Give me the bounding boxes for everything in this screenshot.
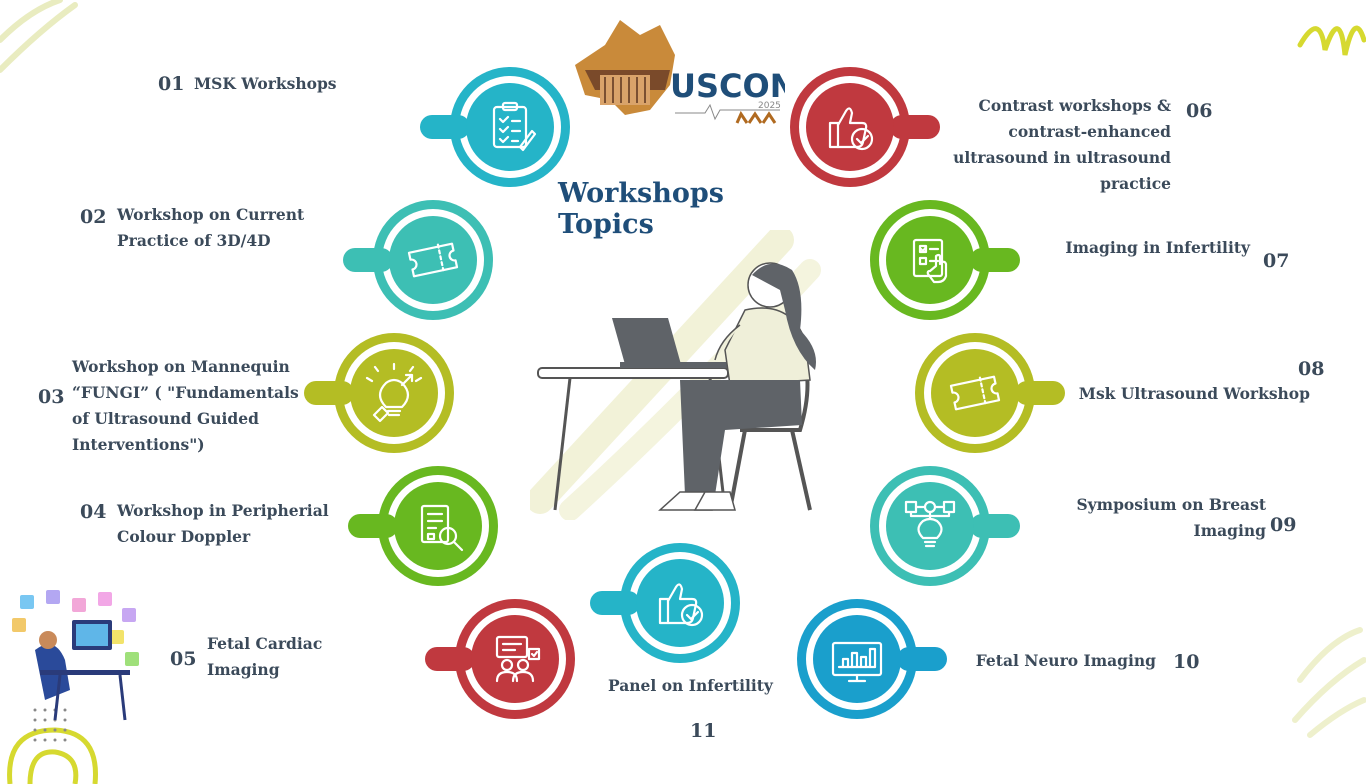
topic-badge-04 — [348, 463, 501, 589]
thumbs-up-check-icon — [828, 107, 874, 151]
ticket-icon — [949, 375, 1001, 411]
ticket-icon — [407, 242, 459, 278]
uscon-logo: USCON 2025 — [565, 15, 797, 125]
clipboard-checklist-icon — [492, 101, 537, 152]
thumbs-up-check-icon — [658, 583, 704, 627]
logo-year: 2025 — [758, 101, 781, 111]
topic-label-07: Imaging in Infertility — [1065, 238, 1250, 257]
topic-number-07: 07 — [1263, 250, 1290, 272]
topic-label-04: Workshop in Peripherial Colour Doppler — [117, 501, 329, 546]
topic-badge-01 — [420, 64, 573, 190]
topic-number-06: 06 — [1186, 100, 1213, 122]
topic-label-09: Symposium on Breast Imaging — [1076, 495, 1266, 540]
topic-label-06: Contrast workshops & contrast-enhanced u… — [953, 96, 1171, 193]
developer-illustration — [12, 590, 139, 721]
topic-badge-09 — [867, 463, 1020, 589]
logo-text: USCON — [670, 67, 785, 105]
topic-badge-06 — [787, 64, 940, 190]
corner-scribble-bottom-right — [1292, 627, 1366, 738]
presentation-meeting-icon — [495, 635, 541, 683]
topic-number-09: 09 — [1270, 514, 1297, 536]
topic-badge-10 — [794, 596, 947, 722]
topic-number-01: 01 — [158, 73, 185, 95]
topic-number-03: 03 — [38, 386, 65, 408]
topic-label-11: Panel on Infertility — [608, 676, 773, 695]
topic-number-02: 02 — [80, 206, 107, 228]
uscon-logo-graphic: USCON 2025 — [575, 20, 797, 124]
topic-label-02: Workshop on Current Practice of 3D/4D — [117, 205, 305, 250]
woman-at-laptop-illustration — [530, 230, 821, 520]
corner-scribble-top-left — [0, 0, 78, 73]
topic-number-08: 08 — [1298, 358, 1325, 380]
topic-label-10: Fetal Neuro Imaging — [975, 651, 1156, 670]
topic-number-04: 04 — [80, 501, 107, 523]
topic-badge-03 — [304, 330, 457, 456]
document-search-icon — [420, 504, 464, 552]
topic-badge-08 — [912, 330, 1065, 456]
idea-bulb-icon — [365, 362, 423, 423]
topic-number-10: 10 — [1173, 651, 1200, 673]
flowchart-bulb-icon — [904, 500, 956, 548]
topic-badge-11 — [590, 540, 743, 666]
topic-label-01: MSK Workshops — [194, 74, 337, 93]
checklist-hand-icon — [912, 238, 948, 284]
page-title: Workshops Topics — [558, 178, 724, 240]
corner-scribble-top-right — [1297, 25, 1366, 56]
topic-label-03: Workshop on Mannequin “FUNGI” ( "Fundame… — [72, 357, 299, 454]
monitor-chart-icon — [831, 641, 883, 683]
topic-badge-07 — [867, 197, 1020, 323]
topic-number-05: 05 — [170, 648, 197, 670]
topic-badge-02 — [343, 197, 496, 323]
topic-badge-05 — [425, 596, 578, 722]
topic-label-05: Fetal Cardiac Imaging — [207, 634, 323, 679]
topic-label-08: Msk Ultrasound Workshop — [1078, 384, 1310, 403]
topic-number-11: 11 — [690, 720, 717, 742]
